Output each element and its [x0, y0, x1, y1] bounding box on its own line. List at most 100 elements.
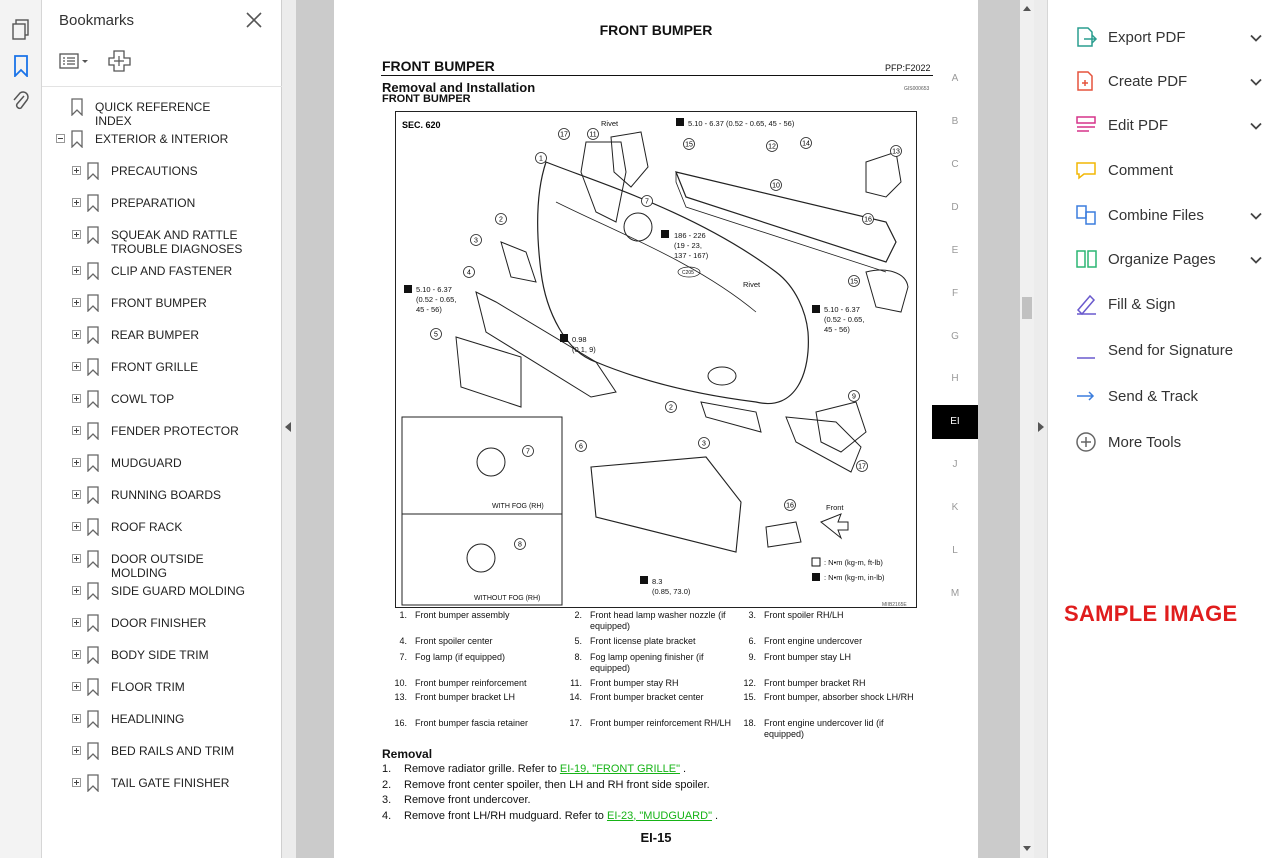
bookmark-item[interactable]: HEADLINING	[72, 710, 261, 738]
tool-send-track[interactable]: Send & Track	[1072, 381, 1262, 411]
expand-icon[interactable]	[72, 266, 81, 275]
connector-label: C205	[682, 270, 694, 276]
bookmark-item[interactable]: PRECAUTIONS	[72, 162, 261, 190]
vertical-scrollbar[interactable]	[1020, 0, 1034, 858]
document-viewport[interactable]: FRONT BUMPER FRONT BUMPER PFP:F2022 Remo…	[296, 0, 1020, 858]
section-tab-e[interactable]: E	[951, 245, 959, 256]
scroll-down-icon[interactable]	[1023, 846, 1031, 851]
section-tab-m[interactable]: M	[950, 588, 960, 599]
torque-icon	[812, 573, 820, 581]
bookmark-item[interactable]: EXTERIOR & INTERIOR	[56, 130, 245, 158]
expand-icon[interactable]	[72, 230, 81, 239]
section-tab-g[interactable]: G	[951, 331, 959, 342]
bookmark-item[interactable]: REAR BUMPER	[72, 326, 261, 354]
expand-icon[interactable]	[72, 298, 81, 307]
bookmark-item[interactable]: SIDE GUARD MOLDING	[72, 582, 261, 610]
bookmark-item[interactable]: FENDER PROTECTOR	[72, 422, 261, 450]
expand-icon[interactable]	[72, 682, 81, 691]
expand-icon[interactable]	[72, 490, 81, 499]
cross-reference-link[interactable]: EI-19, "FRONT GRILLE"	[559, 763, 680, 775]
expand-icon[interactable]	[72, 166, 81, 175]
chevron-down-icon[interactable]	[1250, 253, 1262, 265]
chevron-down-icon[interactable]	[1250, 31, 1262, 43]
tool-create-pdf[interactable]: Create PDF	[1072, 66, 1262, 96]
expand-icon[interactable]	[72, 554, 81, 563]
chevron-down-icon[interactable]	[1250, 209, 1262, 221]
bookmark-item[interactable]: FRONT BUMPER	[72, 294, 261, 322]
bookmark-item[interactable]: TAIL GATE FINISHER	[72, 774, 261, 802]
section-tab-b[interactable]: B	[951, 116, 959, 127]
tool-label: Fill & Sign	[1108, 295, 1176, 313]
bookmark-item[interactable]: SQUEAK AND RATTLE TROUBLE DIAGNOSES	[72, 226, 261, 256]
expand-icon[interactable]	[72, 586, 81, 595]
svg-text:10: 10	[772, 183, 780, 190]
expand-icon[interactable]	[72, 458, 81, 467]
export-pdf-icon	[1072, 24, 1100, 50]
tool-combine-files[interactable]: Combine Files	[1072, 200, 1262, 230]
expand-icon[interactable]	[72, 362, 81, 371]
bookmarks-icon[interactable]	[9, 54, 33, 78]
scroll-thumb[interactable]	[1022, 297, 1032, 319]
bookmark-item[interactable]: CLIP AND FASTENER	[72, 262, 261, 290]
bookmark-icon	[87, 162, 99, 180]
tool-comment[interactable]: Comment	[1072, 155, 1262, 185]
section-tab-l[interactable]: L	[952, 545, 958, 556]
bookmark-item[interactable]: PREPARATION	[72, 194, 261, 222]
expand-icon[interactable]	[72, 746, 81, 755]
part-number: 1.	[399, 610, 407, 620]
expand-icon[interactable]	[72, 426, 81, 435]
section-tab-j[interactable]: J	[952, 459, 958, 470]
bookmark-item[interactable]: BED RAILS AND TRIM	[72, 742, 261, 770]
scroll-up-icon[interactable]	[1023, 6, 1031, 11]
expand-icon[interactable]	[72, 714, 81, 723]
sample-watermark: SAMPLE IMAGE	[1064, 601, 1238, 626]
torque-icon	[676, 118, 684, 126]
expand-icon[interactable]	[72, 198, 81, 207]
expand-bookmark-icon[interactable]	[107, 49, 133, 78]
section-tab-ei[interactable]: EI	[932, 405, 978, 439]
tool-export-pdf[interactable]: Export PDF	[1072, 22, 1262, 52]
section-tab-d[interactable]: D	[951, 202, 959, 213]
chevron-down-icon[interactable]	[1250, 75, 1262, 87]
fill-sign-icon	[1072, 291, 1100, 317]
expand-icon[interactable]	[72, 330, 81, 339]
tool-edit-pdf[interactable]: Edit PDF	[1072, 110, 1262, 140]
collapse-left-pane-button[interactable]	[282, 0, 296, 858]
cross-reference-link[interactable]: EI-23, "MUDGUARD"	[606, 809, 712, 822]
bookmark-item[interactable]: QUICK REFERENCE INDEX	[56, 98, 245, 128]
attachments-icon[interactable]	[9, 90, 33, 114]
bookmark-item[interactable]: FLOOR TRIM	[72, 678, 261, 706]
chevron-down-icon[interactable]	[1250, 119, 1262, 131]
svg-text:3: 3	[702, 441, 706, 448]
section-tab-a[interactable]: A	[951, 73, 959, 84]
section-tab-f[interactable]: F	[951, 288, 959, 299]
page-thumbnails-icon[interactable]	[9, 18, 33, 42]
expand-icon[interactable]	[72, 778, 81, 787]
tool-more-tools[interactable]: More Tools	[1072, 427, 1262, 457]
bookmark-item[interactable]: RUNNING BOARDS	[72, 486, 261, 514]
section-tab-h[interactable]: H	[951, 373, 959, 384]
expand-icon[interactable]	[72, 618, 81, 627]
tool-organize-pages[interactable]: Organize Pages	[1072, 244, 1262, 274]
bookmark-item[interactable]: MUDGUARD	[72, 454, 261, 482]
collapse-right-pane-button[interactable]	[1034, 0, 1048, 858]
collapse-icon[interactable]	[56, 134, 65, 143]
close-icon[interactable]	[244, 10, 264, 30]
torque-icon	[560, 334, 568, 342]
tool-fill-sign[interactable]: Fill & Sign	[1072, 289, 1262, 319]
section-tab-k[interactable]: K	[951, 502, 959, 513]
bookmark-item[interactable]: BODY SIDE TRIM	[72, 646, 261, 674]
bookmark-item[interactable]: FRONT GRILLE	[72, 358, 261, 386]
expand-icon[interactable]	[72, 650, 81, 659]
expand-icon[interactable]	[72, 394, 81, 403]
tool-send-for-signature[interactable]: Send for Signature	[1072, 335, 1262, 365]
section-tab-c[interactable]: C	[951, 159, 959, 170]
expand-icon[interactable]	[72, 522, 81, 531]
bookmark-item[interactable]: DOOR OUTSIDE MOLDING	[72, 550, 261, 580]
bookmark-item[interactable]: DOOR FINISHER	[72, 614, 261, 642]
bookmark-options-icon[interactable]	[59, 51, 91, 76]
step-text: Remove front LH/RH mudguard. Refer to	[404, 809, 607, 822]
bookmark-item[interactable]: COWL TOP	[72, 390, 261, 418]
bookmark-item[interactable]: ROOF RACK	[72, 518, 261, 546]
